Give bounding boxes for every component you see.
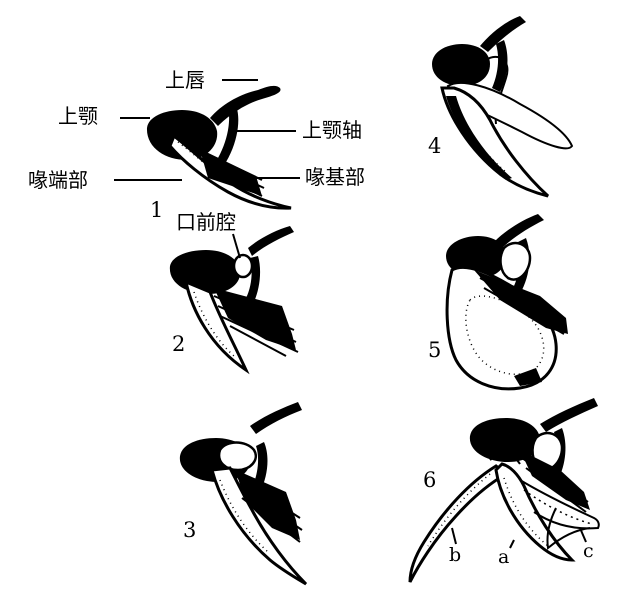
panel-6-structure-c <box>519 479 600 530</box>
panel-6-structure-c-tip <box>546 507 591 550</box>
panel-number-5: 5 <box>428 338 442 362</box>
panel-5-muscle <box>474 270 568 334</box>
panel-3-pouch <box>217 441 257 472</box>
panel-number-2: 2 <box>172 332 186 356</box>
label-maxilla-axis: 上颚轴 <box>302 118 362 142</box>
panel-number-4: 4 <box>428 134 442 158</box>
panel-1-maxilla-head <box>146 110 218 160</box>
panel-5-jaw-tip <box>514 368 542 386</box>
panel-5-upper-lip <box>494 214 544 250</box>
panel-6-label-a: a <box>498 546 510 568</box>
panel-4-beak-shadow <box>446 96 512 180</box>
panel-5-pouch <box>499 241 532 281</box>
panel-2-upper-lip <box>248 226 294 256</box>
label-maxilla: 上颚 <box>58 104 98 128</box>
label-vestibule: 口前腔 <box>176 210 236 234</box>
panel-1-maxilla-axis <box>218 106 239 162</box>
panel-2-muscle-fibers <box>213 295 299 357</box>
panel-6-label-c: c <box>583 540 594 562</box>
panel-6-pouch-outline <box>489 454 521 465</box>
panel-5-drawing <box>445 214 568 391</box>
panel-1-upper-lip <box>210 85 281 126</box>
panel-3-upper-lip <box>250 402 302 434</box>
panel-4-upper-lip <box>480 16 526 52</box>
panel-4-maxilla-axis <box>492 40 508 92</box>
panel-4-drawing <box>432 16 574 198</box>
panel-2-maxilla-axis <box>246 256 261 302</box>
panel-4-sheath <box>446 81 574 150</box>
panel-6-drawing <box>408 398 600 583</box>
panel-3-drawing <box>179 402 308 586</box>
panel-2-leader-line <box>232 233 241 259</box>
panel-3-muscle-fibers <box>237 477 303 543</box>
panel-2-vestibule <box>232 253 254 279</box>
panel-2-muscle <box>214 288 296 350</box>
panel-number-3: 3 <box>183 518 197 542</box>
panel-6-structure-b-stipple <box>427 473 491 547</box>
panel-1-leader-lines <box>114 79 300 181</box>
panel-6-maxilla-head <box>469 418 541 462</box>
panel-1-muscle-fibers <box>203 151 265 197</box>
panel-4-beak <box>440 86 550 198</box>
panel-2-maxilla-head <box>169 250 241 294</box>
label-upper-lip: 上唇 <box>165 68 205 92</box>
panel-6-muscle-fibers <box>521 457 589 513</box>
panel-number-1: 1 <box>150 198 164 222</box>
panel-6-structure-c-dotted <box>523 489 593 525</box>
panel-4-maxilla-head <box>432 44 490 86</box>
panel-5-muscle-fibers <box>479 277 567 335</box>
label-beak-tip: 喙端部 <box>28 168 88 192</box>
panel-6-leader-lines <box>451 527 587 549</box>
panel-2-beak <box>183 279 250 375</box>
panel-6-upper-lip <box>540 398 598 432</box>
panel-2-drawing <box>169 226 299 375</box>
label-beak-base: 喙基部 <box>305 165 365 189</box>
panel-number-6: 6 <box>423 468 437 492</box>
panel-1-drawing <box>114 79 300 210</box>
panel-6-label-b: b <box>449 544 462 566</box>
panel-6-structure-a-stipple <box>503 477 549 547</box>
